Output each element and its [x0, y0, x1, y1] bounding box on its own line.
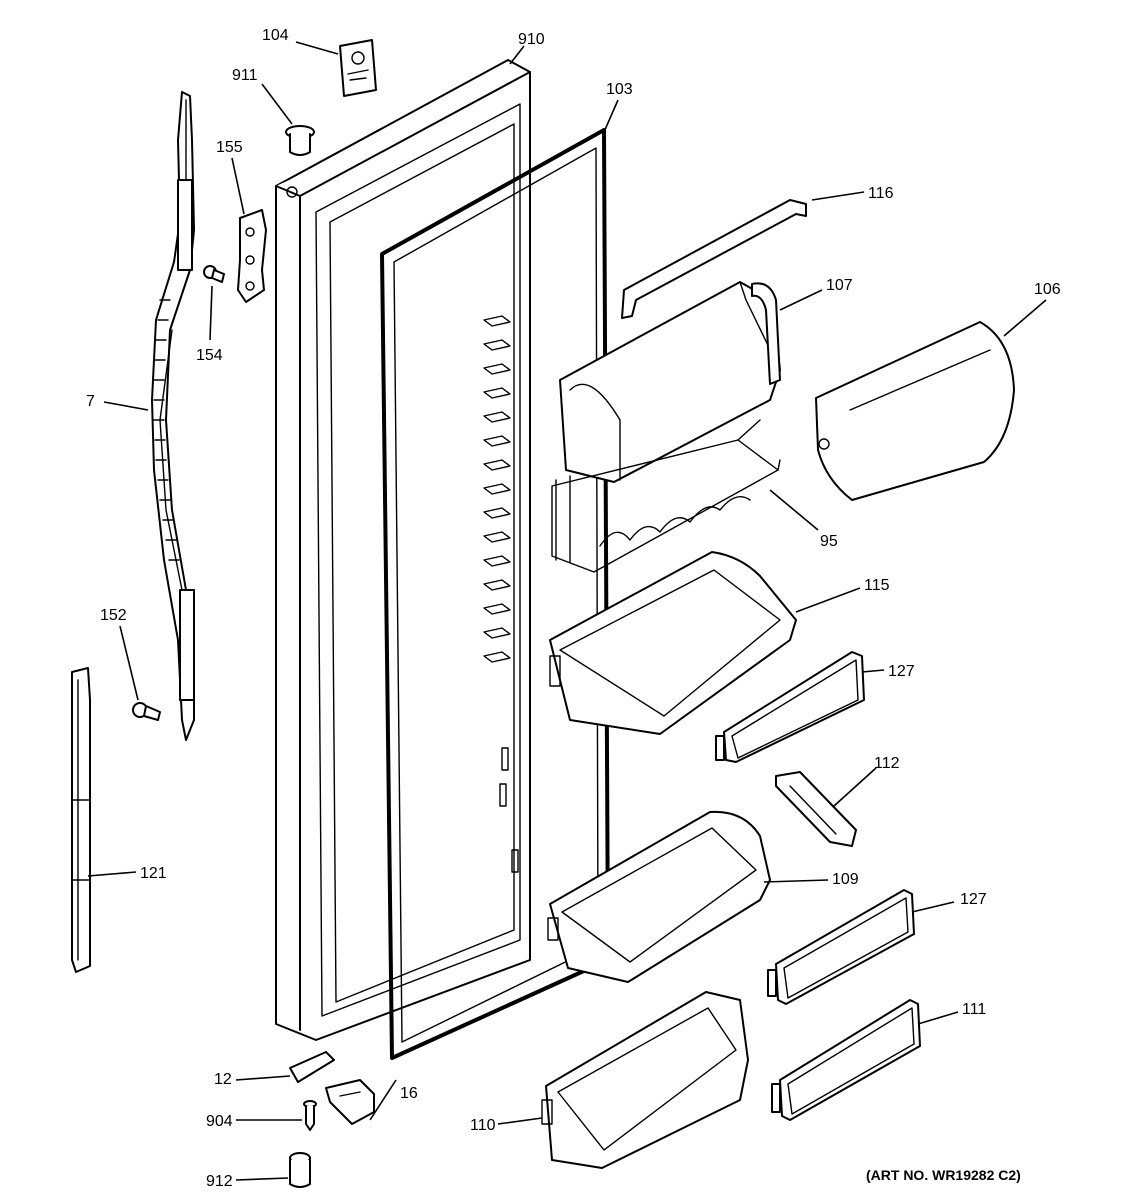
part-115-door-bin: [549, 551, 797, 735]
callout-152: 152: [100, 607, 127, 624]
part-112-bracket: [775, 771, 857, 847]
callout-104: 104: [262, 27, 289, 44]
part-107-dairy-bin: [559, 281, 781, 483]
part-121-trim-strip: [71, 667, 91, 973]
callout-154: 154: [196, 347, 223, 364]
part-904-screw: [303, 1100, 317, 1131]
callout-155: 155: [216, 139, 243, 156]
handle-rib-marks: [153, 299, 180, 561]
part-154-screw: [203, 265, 225, 283]
callout-labels: 104 910 911 103 155 116 107 106 154 7 95…: [86, 27, 1061, 1190]
part-152-screw: [132, 702, 161, 721]
part-910-outer-door: [275, 59, 531, 1041]
callout-111: 111: [962, 1001, 986, 1018]
part-110-door-bin: [541, 991, 749, 1169]
part-912-bushing: [289, 1152, 311, 1188]
callout-106: 106: [1034, 281, 1061, 298]
part-12-bracket: [289, 1051, 335, 1083]
part-155-hinge: [237, 209, 267, 303]
callout-7: 7: [86, 393, 95, 410]
part-109-door-bin: [547, 810, 771, 983]
callout-127-upper: 127: [888, 663, 915, 680]
door-liner-shelf-supports: [483, 315, 519, 873]
callout-904: 904: [206, 1113, 233, 1130]
callout-912: 912: [206, 1173, 233, 1190]
callout-109: 109: [832, 871, 859, 888]
callout-115: 115: [864, 577, 890, 594]
leader-lines: [87, 41, 1047, 1181]
part-127-lower-bin-front: [767, 889, 915, 1005]
callout-110: 110: [470, 1117, 496, 1134]
part-116-rail: [621, 199, 807, 319]
part-911-plug: [285, 125, 315, 156]
callout-112: 112: [874, 755, 900, 772]
callout-911: 911: [232, 67, 258, 84]
callout-12: 12: [214, 1071, 232, 1088]
callout-103: 103: [606, 81, 633, 98]
part-111-bin-front: [771, 999, 921, 1121]
callout-910: 910: [518, 31, 545, 48]
callout-121: 121: [140, 865, 167, 882]
part-106-bin-cover: [815, 321, 1015, 501]
callout-116: 116: [868, 185, 894, 202]
part-127-upper-bin-front: [715, 651, 865, 763]
callout-107: 107: [826, 277, 853, 294]
part-7-handle: [151, 91, 195, 741]
callout-95: 95: [820, 533, 838, 550]
callout-127-lower: 127: [960, 891, 987, 908]
art-number-caption: (ART NO. WR19282 C2): [866, 1167, 1021, 1183]
part-104-label: [339, 39, 377, 97]
part-16-bottom-hinge: [325, 1079, 375, 1125]
part-95-wire-rack: [551, 419, 781, 573]
callout-16: 16: [400, 1085, 418, 1102]
